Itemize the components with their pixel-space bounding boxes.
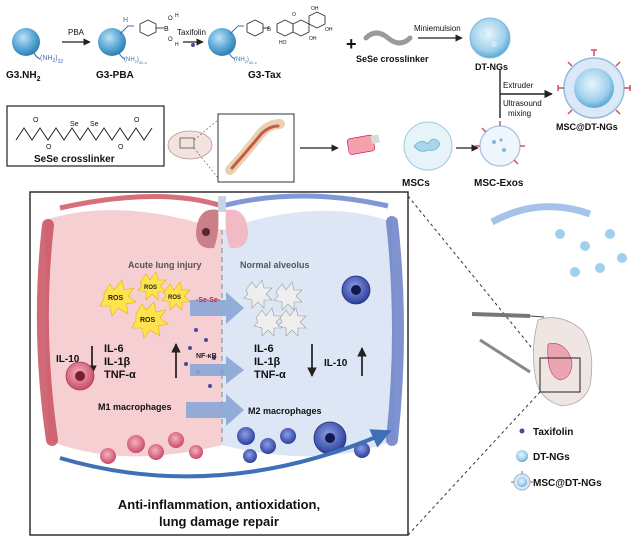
top-left-membrane — [59, 193, 223, 211]
lung-icon — [196, 196, 248, 249]
ros-scavenging-arrow — [190, 292, 244, 324]
nh2-group-label-3: (NH2)32-x — [234, 57, 257, 65]
crosslinker-box-title: SeSe crosslinker — [34, 154, 115, 165]
legend: Taxifolin DT-NGs MSC@DT-NGs — [511, 427, 602, 491]
mechanism-panel: Acute lung injury Normal alveolus ROS RO… — [29, 191, 409, 536]
nfkb-label: NF-κB — [196, 353, 217, 360]
healthy-tissue-region — [222, 210, 395, 457]
footer-line-2: lung damage repair — [159, 514, 279, 529]
crosslinker-structure-box: O O O Se Se O SeSe crosslinker — [6, 105, 165, 167]
boron-label-2: B — [267, 27, 271, 33]
msc-petri-dish: MSCs — [402, 121, 453, 189]
legend-msc-dt-ngs-swatch — [511, 471, 533, 491]
o-bottom-label: O — [168, 37, 173, 43]
extruder-label: Extruder — [503, 81, 534, 90]
m1-macrophages-label: M1 macrophages — [98, 402, 172, 412]
inflamed-tissue-region — [45, 210, 222, 457]
dt-ngs-particle: DT-NGs — [469, 17, 511, 72]
mouse-bone-illustration — [167, 113, 295, 183]
nh2-group-label: (NH2)32 — [40, 55, 63, 65]
acute-lung-injury-label: Acute lung injury — [128, 260, 202, 270]
se-left-label: Se — [70, 121, 79, 128]
o-carbonyl-label: O — [292, 12, 296, 18]
nfkb-arrow — [190, 356, 244, 384]
polarization-arrow — [186, 394, 244, 426]
taxifolin-dots — [184, 328, 224, 388]
nh2-group-label-2: (NH2)32-x — [124, 57, 147, 65]
g3tax-label: G3-Tax — [248, 70, 282, 81]
il1b-left-label: IL-1β — [104, 356, 131, 368]
ros-label-4: ROS — [140, 317, 156, 324]
mscs-label: MSCs — [402, 178, 430, 189]
o-top-right: O — [134, 117, 140, 124]
o-top-left: O — [33, 117, 39, 124]
se-right-label: Se — [90, 121, 99, 128]
o-ester-right: O — [118, 144, 124, 151]
h-bottom-label: H — [175, 42, 179, 48]
g3pba-label: G3-PBA — [96, 70, 134, 81]
h-label: H — [123, 17, 128, 24]
legend-taxifolin-swatch — [519, 428, 525, 434]
injection-illustration — [471, 203, 627, 407]
legend-msc-dt-ngs-label: MSC@DT-NGs — [533, 478, 602, 489]
oh-top-label: OH — [311, 6, 319, 12]
legend-dt-ngs-label: DT-NGs — [533, 452, 570, 463]
taxifolin-step-label: Taxifolin — [177, 28, 206, 37]
left-epithelium — [36, 219, 58, 446]
g3tax-conjugate: B OH O HO OH OH (NH2)32-x G3-Tax — [208, 6, 333, 81]
m2-macrophages-label: M2 macrophages — [248, 406, 322, 416]
legend-taxifolin-label: Taxifolin — [533, 427, 573, 438]
right-epithelium — [386, 216, 404, 446]
tnfa-right-label: TNF-α — [254, 369, 286, 381]
culture-flask-icon — [346, 134, 380, 155]
h-top-label: H — [175, 13, 179, 19]
il10-left-label: IL-10 — [56, 354, 80, 365]
normal-alveolus-label: Normal alveolus — [240, 260, 310, 270]
neutralized-ros-bursts — [243, 279, 307, 337]
plus-sign: + — [346, 34, 357, 54]
m2-macrophage-cluster — [237, 275, 371, 463]
oh-right-label: OH — [309, 36, 317, 42]
o-top-label: O — [168, 16, 173, 22]
legend-dt-ngs-swatch — [516, 450, 528, 462]
footer-line-1: Anti-inflammation, antioxidation, — [118, 497, 320, 512]
boron-label: B — [164, 26, 169, 33]
msc-dt-ngs-label: MSC@DT-NGs — [556, 122, 618, 132]
il6-left-label: IL-6 — [104, 343, 124, 355]
sese-crosslinker-icon — [363, 30, 413, 46]
il6-right-label: IL-6 — [254, 343, 274, 355]
il10-right-label: IL-10 — [324, 358, 348, 369]
ho-label: HO — [279, 40, 287, 46]
g3nh2-dendrimer: (NH2)32 G3.NH2 — [6, 28, 63, 83]
il1b-right-label: IL-1β — [254, 356, 281, 368]
sese-crosslinker-label: SeSe crosslinker — [356, 54, 429, 64]
g3nh2-label: G3.NH2 — [6, 70, 41, 83]
msc-dt-ngs-particle: MSC@DT-NGs — [556, 49, 631, 132]
ultrasound-label-1: Ultrasound — [503, 99, 542, 108]
zoom-line-top — [407, 195, 541, 359]
msc-exos-vesicle: MSC-Exos — [474, 121, 525, 189]
repair-trajectory-arrow — [59, 429, 392, 479]
oh-side-label: OH — [325, 27, 333, 33]
sese-scavenger-label: -Se-Se- — [196, 297, 221, 304]
taxifolin-dot — [191, 43, 195, 47]
ros-bursts: ROS ROS ROS ROS — [99, 271, 191, 339]
m1-macrophage-cluster — [65, 361, 203, 464]
dt-ngs-label: DT-NGs — [475, 62, 508, 72]
ros-label-3: ROS — [168, 295, 181, 301]
top-right-membrane — [221, 193, 389, 209]
tnfa-left-label: TNF-α — [104, 369, 136, 381]
zoom-line-bottom — [407, 391, 541, 536]
benzene-ring — [139, 19, 157, 37]
ros-label-2: ROS — [144, 285, 157, 291]
g3pba-dendrimer: H B O O H H (NH2)32-x G3-PBA — [96, 13, 179, 81]
ros-label-1: ROS — [108, 295, 124, 302]
miniemulsion-label: Miniemulsion — [414, 24, 461, 33]
o-ester-left: O — [46, 144, 52, 151]
ultrasound-label-2: mixing — [508, 109, 531, 118]
pba-label: PBA — [68, 28, 85, 37]
msc-exos-label: MSC-Exos — [474, 178, 524, 189]
